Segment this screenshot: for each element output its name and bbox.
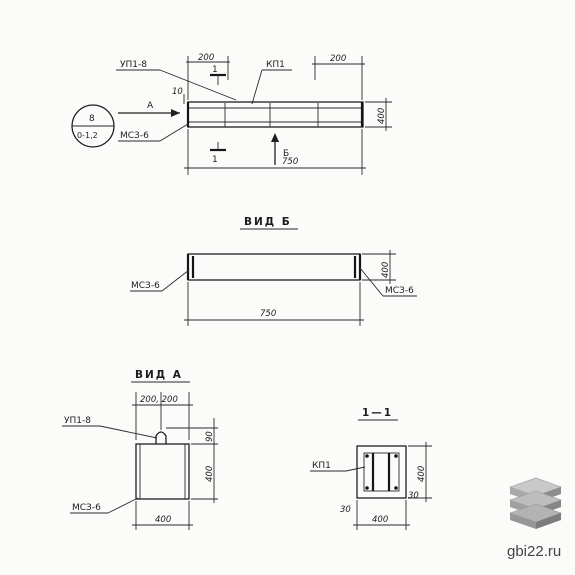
section-1-1: 1—1 КП1 30 400 30 400 [310,407,432,530]
section-cage [363,452,400,492]
watermark-text: gbi22.ru [507,543,561,560]
dim-90-va: 90 [205,431,215,442]
callout-sheet: 0-1,2 [77,131,98,140]
mark-kp-plan: КП1 [266,60,285,70]
mark-mse-va: МСЗ-6 [72,503,101,513]
leader-mse-va [107,497,139,514]
rebar-dot-tr [394,454,398,458]
mark-upn-va: УП1-8 [64,416,91,426]
dim-30-inner: 30 [408,491,419,501]
leader-upn-va [99,425,158,439]
view-arrow-a-label: А [147,101,154,111]
dim-30-outer: 30 [340,505,351,515]
rebar-dot-br [394,486,398,490]
leader-kp-sec [345,466,366,472]
section-label-top: 1 [212,65,218,75]
dim-400-vb: 400 [381,262,391,278]
beam-elevation-outline [187,253,361,281]
dim-400-sec-horizontal: 400 [372,515,388,525]
lifting-loop [155,431,167,444]
dim-400-plan: 400 [377,108,387,124]
view-arrow-a-head [171,109,180,117]
leader-mse [159,123,189,142]
dim-200-right: 200 [330,54,346,64]
dim-10: 10 [172,87,183,97]
section-label-bottom: 1 [212,155,218,165]
mark-kp-sec: КП1 [312,461,331,471]
mark-mse-right: МСЗ-6 [385,286,414,296]
plan-view: 200 200 1 1 УП1-8 КП1 МСЗ-6 10 А Б [71,53,392,175]
dim-200-left: 200 [198,53,214,63]
view-b-title: ВИД Б [244,216,292,228]
dim-750-plan: 750 [282,157,298,167]
view-a: ВИД А 200, 200 УП1-8 90 400 МСЗ-6 400 [62,369,218,530]
leader-mse-left [161,269,190,292]
callout-number: 8 [89,114,95,124]
dim-va-top: 200, 200 [140,395,178,405]
mark-upn-plan: УП1-8 [120,60,147,70]
beam-plan-outline [187,101,364,128]
leader-mse-right [359,267,384,297]
dim-400-sec-vertical: 400 [417,466,427,482]
mark-mse-left: МСЗ-6 [131,281,160,291]
view-arrow-b-head [271,133,279,142]
rebar-dot-tl [365,454,369,458]
watermark: gbi22.ru [507,477,562,560]
leader-kp [251,69,263,105]
section-title: 1—1 [362,407,393,419]
reference-callout: 8 0-1,2 [71,104,115,148]
leader-upn [159,69,237,101]
mark-mse-plan: МСЗ-6 [120,131,149,141]
stack-logo-icon [509,477,562,529]
beam-end-outline [135,443,190,500]
dim-750-vb: 750 [260,309,276,319]
rebar-dot-bl [365,486,369,490]
dim-400-va-horizontal: 400 [155,515,171,525]
dim-400-va-vertical: 400 [205,466,215,482]
view-arrow-b-label: Б [283,149,289,159]
section-outline [356,445,407,499]
view-a-title: ВИД А [135,369,183,381]
view-b: ВИД Б МСЗ-6 МСЗ-6 400 750 [130,216,417,326]
